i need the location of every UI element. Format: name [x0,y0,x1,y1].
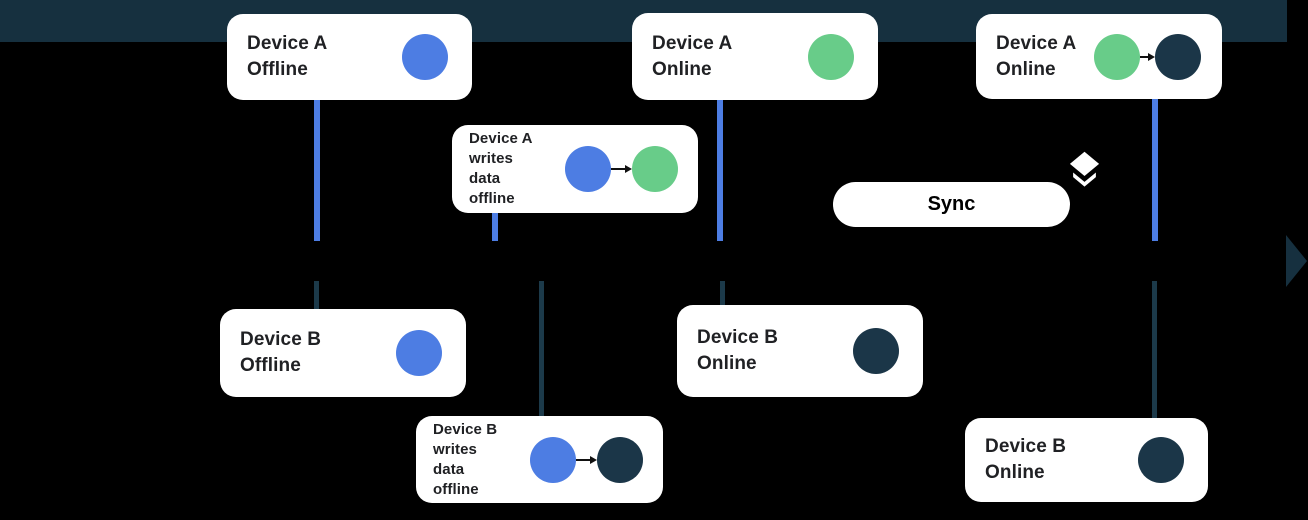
card-device-a-writes-data-offline: Device A writes data offline [452,125,698,213]
connector-device-a-online-synced [1152,98,1158,241]
synced-state-dot [597,436,643,483]
offline-state-dot [565,146,611,192]
state-dots [565,146,678,192]
card-line: data [433,460,465,478]
sync-button[interactable]: Sync [833,182,1070,227]
card-line: writes [469,150,513,167]
offline-state-dot [396,330,442,376]
card-device-a-online: Device A Online [632,13,878,100]
card-device-b-writes-data-offline: Device B writes data offline [416,416,663,503]
sync-button-label: Sync [927,193,976,215]
card-label: Device A Online [996,31,1076,83]
connector-device-b-online [720,281,725,307]
card-line: offline [469,190,515,207]
card-line: Device B [697,327,779,348]
card-label: Device B Offline [240,327,321,379]
card-line: writes [433,440,477,458]
connector-device-b-online-late [1152,281,1157,420]
card-device-b-online-late: Device B Online [965,418,1208,502]
transition-arrow-icon [1140,52,1155,61]
online-state-dot [808,33,854,80]
connector-device-a-online [717,99,723,241]
transition-arrow-icon [611,165,632,173]
card-line: Device B [433,420,498,438]
connector-device-a-offline [314,99,320,241]
card-line: Online [996,58,1056,80]
state-dots [808,33,854,80]
card-line: Online [697,353,757,374]
card-line: offline [433,480,479,498]
online-state-dot [1094,33,1140,80]
card-line: Online [652,58,712,80]
state-dots [530,436,643,483]
connector-device-a-writes [492,210,498,241]
state-dots [853,328,899,374]
card-line: Device A [652,32,733,54]
transition-arrow-icon [576,455,597,464]
state-dots [402,34,448,80]
card-device-b-offline: Device B Offline [220,309,466,397]
card-label: Device A Offline [247,31,327,83]
synced-state-dot [1138,437,1184,483]
card-line: Device A [247,33,328,54]
timeline-arrowhead-icon [1286,235,1307,287]
card-line: Offline [247,59,308,80]
card-line: data [469,170,501,187]
card-device-a-online-synced: Device A Online [976,14,1222,99]
card-label: Device B writes data offline [433,420,497,500]
card-label: Device A writes data offline [469,129,533,209]
card-label: Device B Online [985,434,1066,486]
card-line: Online [985,462,1045,483]
online-state-dot [632,146,678,192]
offline-state-dot [530,436,576,483]
card-device-b-online: Device B Online [677,305,923,397]
card-device-a-offline: Device A Offline [227,14,472,100]
layers-icon [1069,151,1100,187]
card-line: Device A [996,32,1077,54]
state-dots [396,330,442,376]
synced-state-dot [853,328,899,374]
card-line: Device B [985,436,1067,457]
connector-device-b-writes [539,281,544,418]
offline-state-dot [402,34,448,80]
state-dots [1094,33,1201,80]
card-line: Device A [469,130,533,147]
card-line: Device B [240,329,322,350]
card-label: Device B Online [697,325,778,377]
card-label: Device A Online [652,31,732,83]
connector-device-b-offline [314,281,319,311]
synced-state-dot [1155,33,1201,80]
state-dots [1138,437,1184,483]
card-line: Offline [240,355,301,376]
